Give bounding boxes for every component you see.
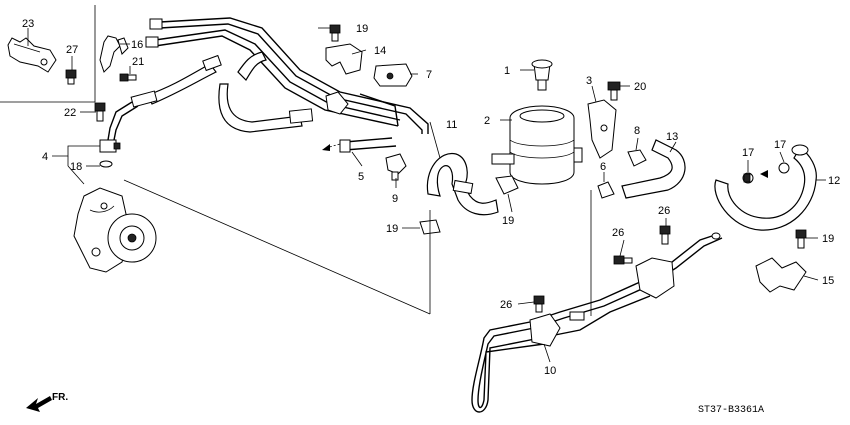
callout-20: 19 xyxy=(822,233,834,245)
callouts: 23 27 16 21 22 4 18 19 14 7 5 9 11 19 19… xyxy=(22,18,840,416)
callout-11: 11 xyxy=(446,119,457,131)
callout-22: 20 xyxy=(634,81,646,93)
bolt-26a-drawing xyxy=(659,225,671,245)
callout-16: 16 xyxy=(131,39,143,51)
clamp-15-drawing xyxy=(755,257,807,293)
callout-15: 15 xyxy=(822,275,834,287)
clamp-16-drawing xyxy=(99,35,129,73)
diagram-code: ST37-B3361A xyxy=(698,405,764,416)
clip-8-drawing xyxy=(627,149,647,167)
callout-4: 4 xyxy=(42,151,48,163)
callout-17a: 17 xyxy=(742,147,754,159)
callout-2: 2 xyxy=(484,115,490,127)
callout-26a: 26 xyxy=(658,205,670,217)
bolt-23-drawing xyxy=(119,73,137,82)
bolt-22-drawing xyxy=(607,81,621,101)
clip-17a-drawing xyxy=(742,172,754,184)
bracket-25-drawing xyxy=(7,37,57,73)
hose-13-drawing xyxy=(621,139,686,199)
clamp-14-drawing xyxy=(325,43,363,75)
flow-arrow-icon xyxy=(322,143,341,151)
front-direction-label: FR. xyxy=(52,392,68,403)
bracket-3-drawing xyxy=(587,99,617,159)
callout-26c: 26 xyxy=(500,299,512,311)
bolt-26c-drawing xyxy=(533,295,545,313)
callout-17b: 17 xyxy=(774,139,786,151)
callout-1: 1 xyxy=(504,65,510,77)
bolt-24-drawing xyxy=(94,102,106,122)
reservoir-drawing xyxy=(491,59,583,185)
callout-13: 13 xyxy=(666,131,678,143)
callout-14: 14 xyxy=(374,45,386,57)
callout-19a: 19 xyxy=(502,215,514,227)
callout-18: 18 xyxy=(70,161,82,173)
hose-12-drawing xyxy=(714,144,817,231)
callout-25: 23 xyxy=(22,18,34,30)
callout-5: 5 xyxy=(358,171,364,183)
washer-18-drawing xyxy=(99,160,113,168)
callout-19b: 19 xyxy=(386,223,398,235)
callout-24: 22 xyxy=(64,107,76,119)
callout-27: 27 xyxy=(66,44,78,56)
bracket-7-drawing xyxy=(373,63,413,87)
bolt-21-drawing xyxy=(329,24,341,42)
callout-7: 7 xyxy=(426,69,432,81)
callout-6: 6 xyxy=(600,161,606,173)
arrow-17-icon xyxy=(760,170,768,178)
part-9-drawing xyxy=(385,153,407,181)
bolt-20-drawing xyxy=(795,229,807,249)
callout-12: 12 xyxy=(828,175,840,187)
hose-11-drawing xyxy=(426,152,499,216)
callout-leaders xyxy=(27,27,826,363)
fitting-4-drawing xyxy=(99,139,121,153)
callout-23: 21 xyxy=(132,56,144,68)
leader-lines xyxy=(123,179,592,316)
callout-10: 10 xyxy=(544,365,556,377)
lower-pipe-assembly xyxy=(471,232,723,413)
callout-26b: 26 xyxy=(612,227,624,239)
bolt-27-drawing xyxy=(65,69,77,85)
callout-9: 9 xyxy=(392,193,398,205)
power-steering-pump-drawing xyxy=(73,187,157,273)
inset-frame xyxy=(0,5,96,103)
front-direction-arrow-icon xyxy=(26,396,52,412)
pressure-hose-assembly xyxy=(107,17,429,153)
bolt-26b-drawing xyxy=(613,255,633,265)
callout-21: 19 xyxy=(356,23,368,35)
clip-6-drawing xyxy=(597,181,615,199)
clamp-19-drawing xyxy=(495,175,519,195)
callout-8: 8 xyxy=(634,125,640,137)
clip-17b-drawing xyxy=(778,162,790,174)
callout-3: 3 xyxy=(586,75,592,87)
